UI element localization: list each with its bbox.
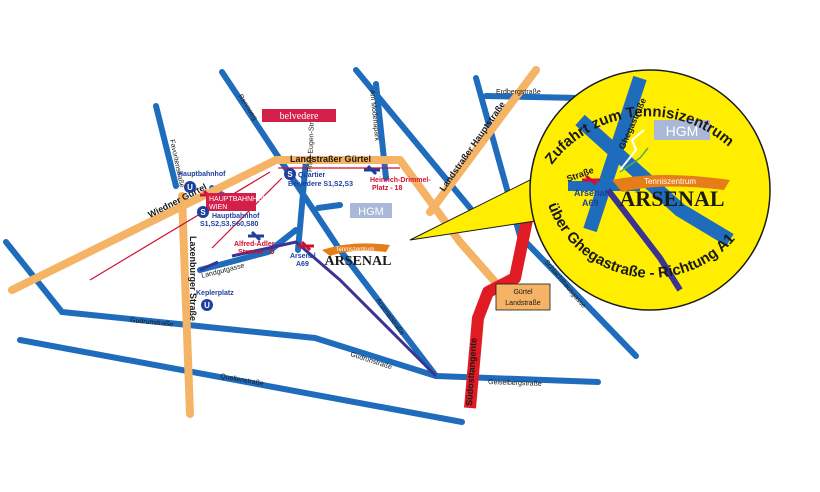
station-hauptbahnhof-u-label: Hauptbahnhof — [178, 171, 226, 178]
road-wiedner-guertel — [8, 156, 508, 296]
callout-street-diag — [575, 114, 734, 247]
svg-text:S: S — [200, 208, 206, 217]
label-prinz-eugen: Prinz-Eugen-Straße — [307, 110, 316, 172]
street-purple-connector — [199, 260, 219, 272]
arsenal-logo-small: Tenniszentrum — [335, 247, 374, 253]
s-bahn-icon — [284, 168, 296, 180]
station-quartier-label-1: Quartier — [298, 172, 326, 179]
label-gudrunstrasse-1: Gudrunstraße — [130, 317, 174, 328]
arsenal-logo-swoosh — [322, 243, 390, 256]
station-quartier-belvedere: S Quartier Belvedere S1,S2,S3 — [284, 168, 353, 188]
street-prinz-eugen — [295, 157, 309, 253]
station-heinrich-label-1: Heinrich-Drimmel- — [370, 177, 431, 184]
station-hauptbahnhof-wien: HAUPTBAHNHOF WIEN — [200, 189, 267, 211]
station-hauptbahnhof-s-label-2: S1,S2,S3,S60,S80 — [200, 221, 258, 228]
street-arsenalstrasse — [231, 240, 438, 378]
svg-text:U: U — [187, 183, 193, 192]
label-erdberg: Erdbergstraße — [496, 89, 541, 96]
bus-icon — [298, 240, 314, 252]
station-alfred-adler: Alfred-Adler Strasse - D — [234, 230, 275, 256]
street-quellenstrasse — [17, 337, 465, 425]
tram-icon — [248, 230, 264, 242]
station-heinrich-drimmel: Heinrich-Drimmel- Platz - 18 — [364, 164, 431, 192]
callout-arsenalstrasse — [605, 188, 683, 292]
street-erdberg — [483, 93, 583, 101]
guertel-landstrasse-box — [495, 283, 551, 311]
station-hauptbahnhof-u: U Hauptbahnhof — [178, 171, 226, 193]
rail-line-2 — [211, 177, 283, 249]
callout-arsenal-swoosh — [612, 175, 730, 192]
label-rennweg: Rennweg — [236, 93, 258, 122]
guertel-landstrasse-label-1: Gürtel — [513, 289, 533, 296]
station-alfred-label-2: Strasse - D — [238, 249, 275, 256]
callout-bus-icon — [582, 174, 600, 186]
u-bahn-icon — [201, 299, 213, 311]
u-bahn-icon — [184, 181, 196, 193]
street-landgutgasse — [197, 227, 299, 273]
station-arsenal-a69: Arsenal A69 — [290, 240, 316, 268]
station-heinrich-label-2: Platz - 18 — [372, 185, 402, 192]
station-keplerplatz-u: U Keplerplatz — [196, 290, 234, 311]
road-landstrasser-hauptstrasse — [426, 66, 540, 216]
callout-arsenal-small: Tenniszentrum — [644, 177, 696, 186]
label-landstrasser-guertel: Landstraßer Gürtel — [290, 154, 371, 164]
street-inner-1 — [315, 202, 343, 211]
rail-line — [89, 167, 400, 281]
hauptbahnhof-wien-badge — [206, 193, 256, 211]
callout-zoom: HGM Tenniszentrum ARSENAL Arsenal A69 St… — [529, 69, 771, 311]
hgm-label: HGM — [358, 206, 384, 218]
arsenal-logo-big: ARSENAL — [325, 254, 392, 269]
callout-arsenal-big: ARSENAL — [619, 186, 724, 211]
station-arsenal-label-1: Arsenal — [290, 253, 316, 260]
road-laxenburger — [178, 192, 194, 418]
svg-text:WIEN: WIEN — [209, 204, 227, 211]
station-hauptbahnhof-s: S Hauptbahnhof S1,S2,S3,S60,S80 — [197, 206, 260, 228]
callout-route — [619, 129, 645, 171]
hgm-badge — [350, 203, 392, 218]
label-laxenburger-strasse: Laxenburger Straße — [188, 236, 198, 321]
station-hauptbahnhof-s-label-1: Hauptbahnhof — [212, 213, 260, 220]
station-alfred-label-1: Alfred-Adler — [234, 241, 275, 248]
guertel-landstrasse-label-2: Landstraße — [505, 300, 541, 307]
belvedere-label: belvedere — [280, 111, 319, 122]
callout-hgm-label: HGM — [666, 123, 699, 139]
station-arsenal-label-2: A69 — [296, 261, 309, 268]
label-quellenstrasse: Quellenstraße — [220, 373, 265, 388]
callout-hgm-badge — [654, 120, 710, 140]
main-roads — [8, 66, 540, 418]
station-keplerplatz-label: Keplerplatz — [196, 290, 234, 297]
label-suedosttangente: Südosttangente — [464, 338, 479, 407]
svg-text:HAUPTBAHNHOF: HAUPTBAHNHOF — [209, 196, 267, 203]
svg-text:S: S — [287, 170, 293, 179]
highway-suedosttangente — [464, 213, 534, 409]
belvedere-badge — [262, 109, 336, 122]
street-favoritenstrasse — [153, 103, 179, 189]
tram-icon — [364, 164, 380, 176]
callout-route-2 — [619, 147, 649, 173]
s-bahn-icon — [197, 206, 209, 218]
label-geiselbergstrasse: Geiselbergstraße — [488, 379, 542, 388]
callout-arsenal-label-1: Arsenal — [574, 188, 607, 198]
callout-arsenal-label-2: A69 — [582, 198, 599, 208]
station-quartier-label-2: Belvedere S1,S2,S3 — [288, 181, 353, 188]
street-geiselbergstrasse — [433, 373, 601, 385]
svg-text:U: U — [204, 301, 210, 310]
